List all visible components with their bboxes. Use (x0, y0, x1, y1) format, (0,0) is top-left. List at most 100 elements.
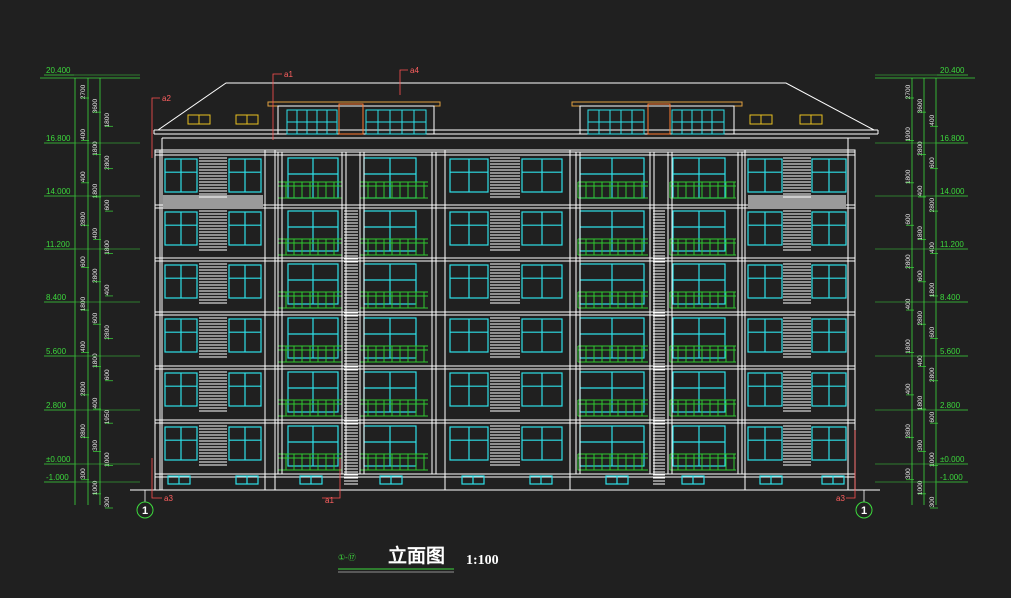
balcony-column (431, 151, 437, 475)
balcony-column (277, 151, 283, 475)
level-label: ±0.000 (940, 455, 965, 464)
balcony-railings (277, 181, 736, 471)
dimension-label: 1000 (104, 452, 111, 467)
level-label: -1.000 (940, 473, 963, 482)
level-label: 14.000 (940, 187, 965, 196)
tag-a1-bottom: a1 (325, 496, 334, 505)
dimension-label: 400 (905, 383, 912, 394)
dimension-label: 400 (80, 341, 87, 352)
level-label: 8.400 (46, 293, 67, 302)
left-dimension-texts: 2700360018004001800280040018006002800400… (80, 84, 113, 509)
dimension-label: 1800 (104, 113, 111, 128)
dimension-label: 1950 (104, 410, 111, 425)
dimension-label: 300 (929, 496, 936, 507)
dimension-label: 2800 (917, 311, 924, 326)
balcony-column (667, 151, 673, 475)
dimension-label: 2800 (929, 367, 936, 382)
dimension-label: 2800 (80, 381, 87, 396)
dimension-label: 300 (80, 468, 87, 479)
dimension-label: 2800 (104, 325, 111, 340)
dimension-label: 600 (92, 312, 99, 323)
dimension-label: 1000 (92, 480, 99, 495)
tag-a2: a2 (162, 94, 171, 103)
windows (164, 157, 847, 467)
dimension-label: 600 (929, 411, 936, 422)
dimension-label: 400 (104, 284, 111, 295)
title-name: 立面图 (388, 544, 445, 567)
dimension-label: 600 (104, 369, 111, 380)
right-level-marks: 20.400 16.800 14.000 11.200 8.400 5.600 2.800 ±… (875, 66, 968, 483)
level-label: 16.800 (940, 134, 965, 143)
shaded-band (163, 195, 263, 209)
dimension-label: 300 (92, 440, 99, 451)
level-label: 5.600 (940, 347, 961, 356)
level-label: 11.200 (940, 240, 964, 249)
dimension-label: 1800 (929, 282, 936, 297)
dimension-label: 400 (929, 242, 936, 253)
dimension-label: 2800 (905, 254, 912, 269)
level-label: 20.400 (46, 66, 71, 75)
right-dimension-chain (875, 77, 975, 505)
dimension-label: 400 (92, 228, 99, 239)
balcony-column (341, 151, 347, 475)
dimension-label: 2800 (80, 424, 87, 439)
tag-a4: a4 (410, 66, 419, 75)
dimension-label: 2800 (929, 197, 936, 212)
dimension-label: 1800 (92, 141, 99, 156)
dimension-label: 1800 (917, 395, 924, 410)
dimension-label: 1800 (80, 296, 87, 311)
dimension-label: 2800 (104, 155, 111, 170)
drawing-title: ①-⑰ 立面图 1:100 (338, 544, 499, 573)
balcony-column (737, 151, 743, 475)
roof-small-windows (187, 114, 823, 125)
left-dimension-chain (40, 77, 140, 505)
level-label: 14.000 (46, 187, 71, 196)
dimension-label: 1000 (917, 480, 924, 495)
right-dimension-texts: 2700 3600 400 1900 2800 600 1800 400 2800 600 1800… (905, 84, 938, 509)
level-label: 11.200 (46, 240, 70, 249)
title-scale: 1:100 (466, 553, 499, 568)
dimension-label: 300 (104, 496, 111, 507)
dimension-label: 600 (104, 199, 111, 210)
dimension-label: 1800 (92, 183, 99, 198)
dimension-label: 400 (92, 397, 99, 408)
basement-windows (167, 475, 845, 485)
title-axis-range: ①-⑰ (338, 553, 356, 562)
dimension-label: 2700 (905, 84, 912, 99)
dimension-label: 2800 (917, 141, 924, 156)
shaded-bands (163, 195, 846, 209)
dimension-label: 3600 (917, 99, 924, 114)
dimension-label: 1800 (905, 169, 912, 184)
dimension-label: 600 (929, 327, 936, 338)
dimension-label: 400 (80, 129, 87, 140)
tag-a3-right: a3 (836, 494, 845, 503)
level-label: 20.400 (940, 66, 965, 75)
roof-dormers (267, 101, 743, 135)
dimension-label: 1900 (905, 127, 912, 142)
dimension-label: 2800 (92, 268, 99, 283)
dimension-label: 600 (929, 157, 936, 168)
dimension-label: 400 (917, 185, 924, 196)
dimension-label: 2800 (905, 424, 912, 439)
shaded-band (748, 195, 846, 209)
dimension-label: 1800 (917, 226, 924, 241)
dimension-label: 600 (905, 213, 912, 224)
balcony-columns (277, 151, 743, 475)
roof (153, 82, 879, 139)
level-label: 16.800 (46, 134, 71, 143)
axis-label-right: 1 (861, 505, 867, 517)
tag-a1-top: a1 (284, 70, 293, 79)
level-label: 2.800 (46, 401, 67, 410)
level-label: 2.800 (940, 401, 961, 410)
level-label: -1.000 (46, 473, 69, 482)
dimension-label: 3600 (92, 99, 99, 114)
level-label: 8.400 (940, 293, 961, 302)
balcony-column (359, 151, 365, 475)
dimension-label: 400 (905, 298, 912, 309)
detail-tags (151, 69, 856, 499)
dimension-label: 400 (917, 355, 924, 366)
balcony-column (649, 151, 655, 475)
dimension-label: 1000 (929, 452, 936, 467)
